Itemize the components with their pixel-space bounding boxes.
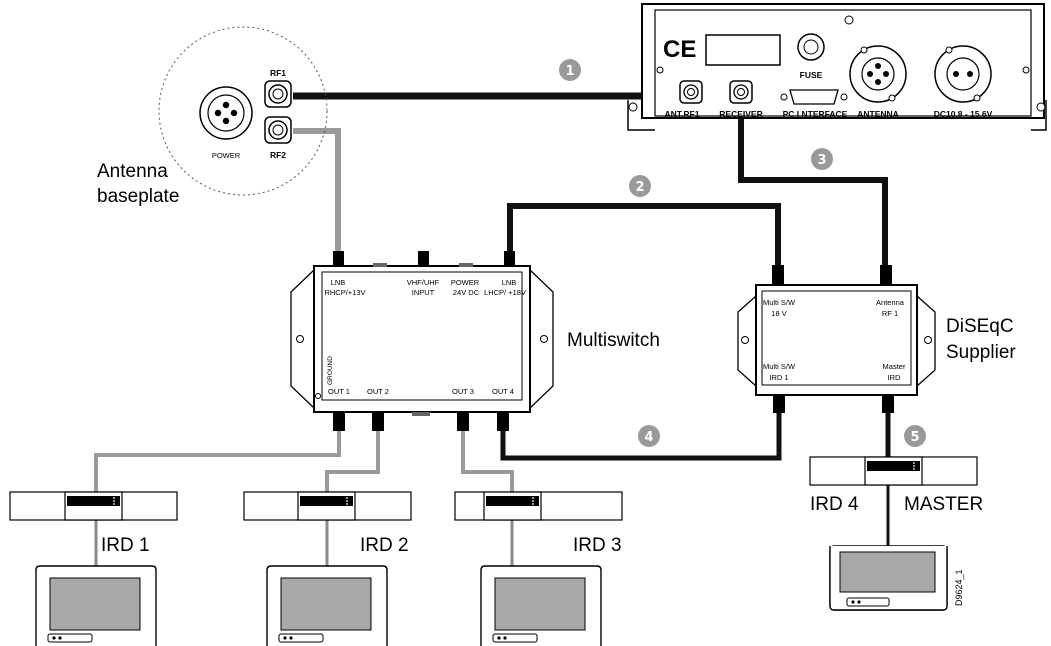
out3-label: OUT 3 — [452, 387, 474, 396]
callout-2: 2 — [629, 175, 651, 197]
antenna-caption-line1: Antenna — [97, 161, 168, 182]
figure-id: D9624_1 — [954, 569, 964, 606]
out1-label: OUT 1 — [328, 387, 350, 396]
callout-1: 1 — [559, 59, 581, 81]
fuse-label: FUSE — [800, 70, 823, 80]
diseqc-supplier: Multi S/W 18 V Antenna RF 1 Multi S/W IR… — [737, 265, 1016, 413]
callout-3: 3 — [811, 148, 833, 170]
ird2-label: IRD 2 — [360, 535, 409, 556]
dc-label: DC10.8 - 15.6V — [934, 109, 993, 119]
out2-label: OUT 2 — [367, 387, 389, 396]
cable-out3-ird3 — [461, 430, 514, 492]
lnb-rhcp-label-1: LNB — [331, 278, 346, 287]
callout-4: 4 — [638, 425, 660, 447]
monitor-master — [829, 545, 948, 611]
label-plate — [705, 34, 781, 66]
svg-text:2: 2 — [635, 180, 644, 195]
pc-interface-connector — [789, 89, 839, 105]
diseqc-label-line1: DiSEqC — [946, 316, 1014, 337]
msw-18v-label-2: 18 V — [771, 309, 786, 318]
antenna-baseplate: POWER RF1 RF2 Antenna baseplate — [97, 26, 328, 207]
ant-rf1-label: ANT.RF1 — [665, 109, 700, 119]
svg-text:4: 4 — [644, 430, 653, 445]
receiver-label: RECEIVER — [719, 109, 762, 119]
cable-2 — [507, 203, 781, 266]
msw-18v-label-1: Multi S/W — [763, 298, 796, 307]
antenna-rf1-label-1: Antenna — [876, 298, 905, 307]
diseqc-label-line2: Supplier — [946, 342, 1016, 363]
ird-4 — [809, 456, 978, 486]
antenna-power-label: POWER — [212, 151, 241, 160]
msw-ird1-label-1: Multi S/W — [763, 362, 796, 371]
ird-2 — [243, 491, 412, 521]
master-label: MASTER — [904, 494, 983, 515]
lnb-lhcp-label-2: LHCP/ +18V — [484, 288, 526, 297]
monitor-3 — [480, 565, 602, 646]
rf1-label: RF1 — [270, 68, 286, 78]
msw-ird1-label-2: IRD 1 — [769, 373, 788, 382]
cable-out1-ird1 — [94, 430, 341, 492]
vhf-uhf-label-2: INPUT — [412, 288, 435, 297]
antenna-rf1-label-2: RF 1 — [882, 309, 898, 318]
svg-text:5: 5 — [910, 430, 919, 445]
cable-3 — [738, 110, 888, 266]
multiswitch-label: Multiswitch — [567, 330, 660, 351]
antenna-caption-line2: baseplate — [97, 186, 179, 207]
ce-mark-icon: CE — [663, 36, 696, 63]
ird-3 — [454, 491, 623, 521]
svg-text:1: 1 — [565, 64, 574, 79]
control-unit: CE FUSE ANT.RF1 RECEIVER PC I NTERFACE A… — [627, 3, 1047, 131]
power-label-2: 24V DC — [453, 288, 480, 297]
master-ird-label-2: IRD — [888, 373, 902, 382]
monitor-1 — [35, 565, 157, 646]
cable-out2-ird2 — [325, 430, 380, 492]
ird4-label: IRD 4 — [810, 494, 859, 515]
svg-text:3: 3 — [817, 153, 826, 168]
callout-5: 5 — [904, 425, 926, 447]
multiswitch: LNB RHCP/+13V VHF/UHF INPUT POWER 24V DC… — [290, 251, 660, 431]
lnb-rhcp-label-2: RHCP/+13V — [324, 288, 365, 297]
ground-label: GROUND — [327, 356, 334, 385]
antenna-port-label: ANTENNA — [857, 109, 899, 119]
vhf-uhf-label-1: VHF/UHF — [407, 278, 440, 287]
pc-interface-label: PC I NTERFACE — [783, 109, 848, 119]
master-ird-label-1: Master — [883, 362, 906, 371]
cable-4 — [500, 412, 782, 461]
ird1-label: IRD 1 — [101, 535, 150, 556]
ird3-label: IRD 3 — [573, 535, 622, 556]
lnb-lhcp-label-1: LNB — [502, 278, 517, 287]
cable-rf2-lnb — [293, 128, 341, 252]
monitor-2 — [266, 565, 388, 646]
power-label-1: POWER — [451, 278, 480, 287]
out4-label: OUT 4 — [492, 387, 514, 396]
screw-icon — [844, 15, 854, 25]
rf2-label: RF2 — [270, 150, 286, 160]
callouts: 1 2 3 4 5 — [559, 59, 926, 447]
ird-1 — [9, 491, 178, 521]
cables — [94, 92, 891, 566]
